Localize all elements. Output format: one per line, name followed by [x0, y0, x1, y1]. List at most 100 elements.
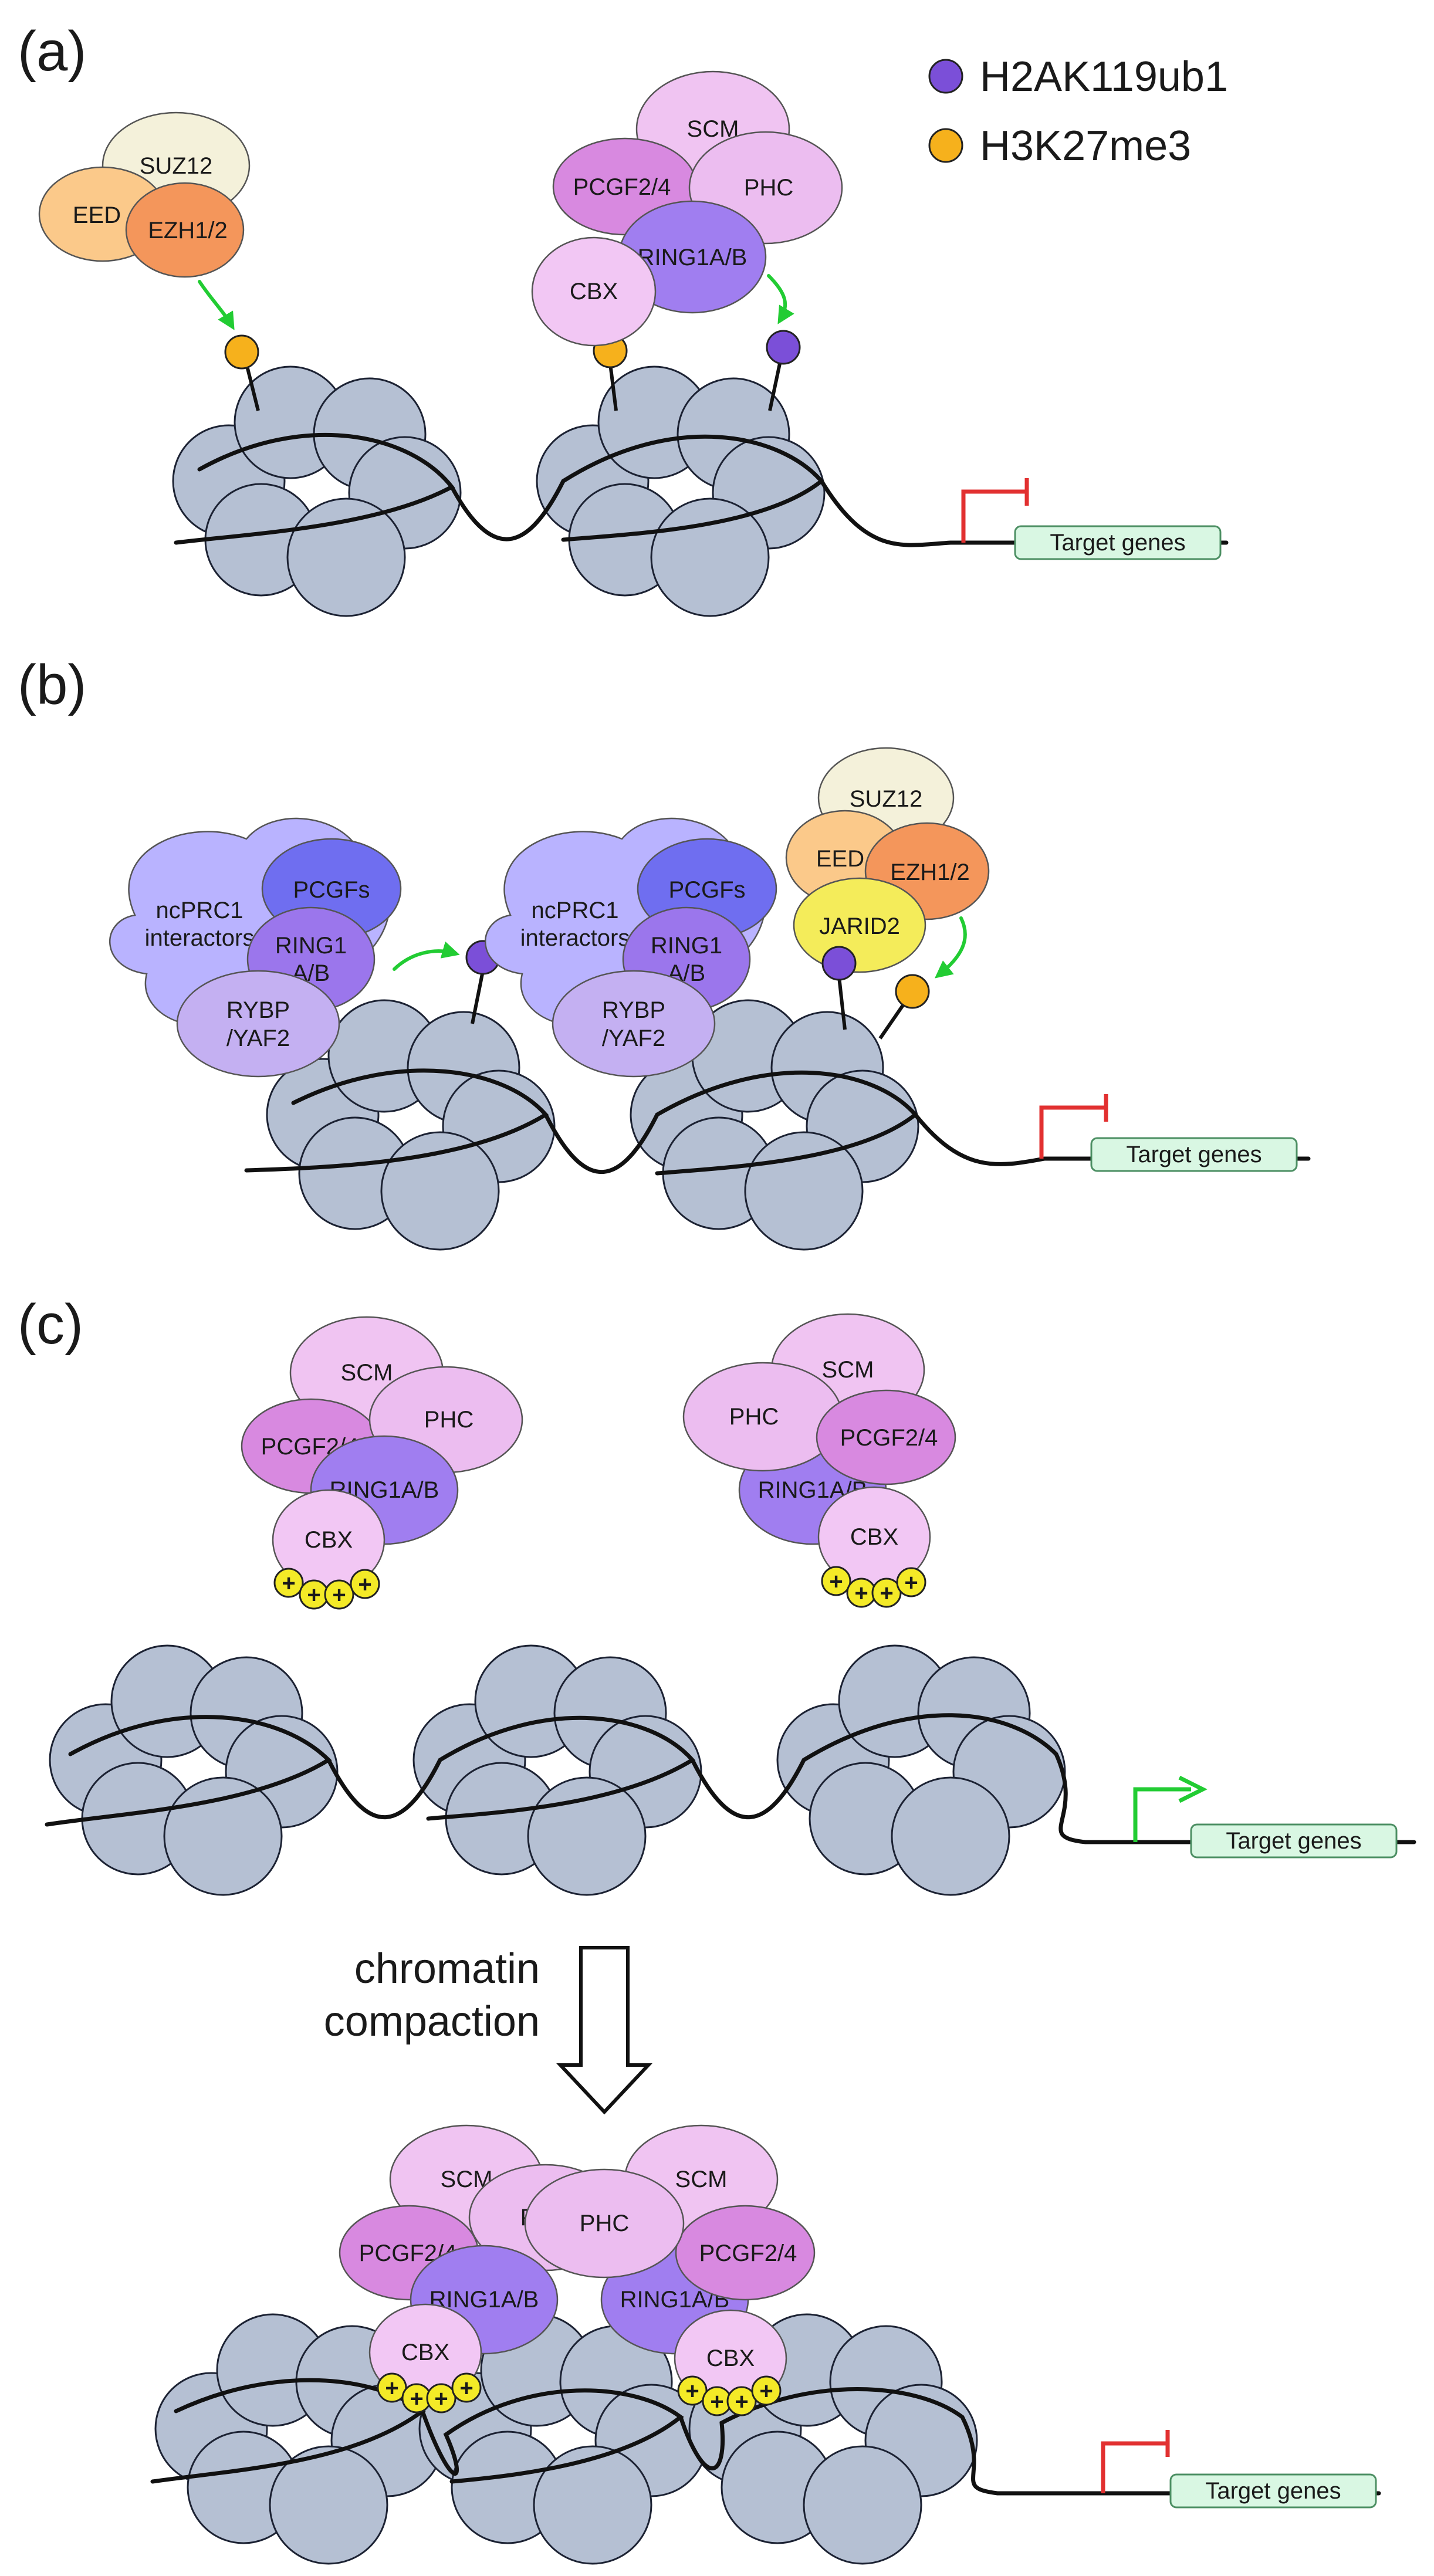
- legend: H2AK119ub1 H3K27me3: [928, 53, 1228, 170]
- target-gene-box-c-compact: [1169, 2473, 1377, 2509]
- plus-charge-c1-4: [350, 1569, 380, 1599]
- pcgf-blob-c2: [816, 1389, 956, 1485]
- repression-arrow-b: [1039, 1094, 1108, 1159]
- legend-h2ak119ub1-label: H2AK119ub1: [980, 53, 1228, 100]
- target-gene-label-c-compact: Target genes: [1205, 2478, 1341, 2504]
- target-gene-box-c-open: [1190, 1823, 1398, 1859]
- catalysis-arrow-a1: [198, 280, 235, 330]
- phc-label-a: PHC: [744, 175, 793, 201]
- plus-charge-c3-3-text: +: [434, 2386, 448, 2412]
- plus-charge-c1-4-text: +: [358, 1572, 371, 1597]
- phc-label-c1: PHC: [424, 1407, 474, 1433]
- catalysis-arrow-b1: [393, 941, 460, 971]
- plus-charge-c1-1-text: +: [282, 1570, 295, 1596]
- catalysis-arrow-b2: [934, 916, 967, 979]
- pcgfs-label-b1: PCGFs: [293, 877, 370, 903]
- plus-charge-c1-2-text: +: [307, 1582, 320, 1608]
- h3k27me3-mark-b: [895, 974, 930, 1009]
- ncprc1-label-b1-line2: interactors: [145, 925, 255, 951]
- charge-patch-c1: + + + +: [273, 1568, 380, 1610]
- plus-charge-c4-4: [751, 2375, 782, 2406]
- rybp-label-b1-line1: RYBP: [226, 997, 290, 1023]
- mark-stalk-b3: [878, 1003, 905, 1040]
- scm-label-c4: SCM: [675, 2167, 728, 2192]
- h2ak119ub1-mark-a: [766, 330, 801, 365]
- nucleosome-a2: [536, 365, 826, 617]
- plus-charge-c1-3-text: +: [332, 1582, 346, 1608]
- panel-c-label: (c): [18, 1293, 83, 1356]
- target-gene-box-b: [1090, 1137, 1298, 1172]
- panel-c: (c) SCM PCGF2/4 PHC RING1A/B CBX + + + +: [18, 1293, 1416, 2565]
- jarid2-label-b: JARID2: [819, 913, 900, 939]
- activation-arrow-c: [1133, 1787, 1191, 1842]
- charge-patch-c3: + + + +: [377, 2372, 482, 2413]
- plus-charge-c3-2-text: +: [410, 2386, 423, 2412]
- ncprc1-label-b1-line1: ncPRC1: [156, 898, 243, 923]
- cprc1-bridge: SCM P PCGF2/4 RING1A/B SCM RING1A/B PCGF…: [339, 2124, 816, 2416]
- cbx-label-c3: CBX: [401, 2340, 449, 2365]
- cprc1-complex-c1: SCM PCGF2/4 PHC RING1A/B CBX + + + +: [241, 1316, 523, 1610]
- pcgf-label-c2: PCGF2/4: [840, 1425, 938, 1451]
- nucleosome-a1: [172, 365, 462, 617]
- pcgf-label-c4: PCGF2/4: [699, 2240, 797, 2266]
- panel-a-label: (a): [18, 20, 86, 83]
- rybp-blob-b2: [552, 970, 716, 1078]
- panel-b-label: (b): [18, 654, 86, 716]
- pcgf-blob-c4: [675, 2205, 816, 2301]
- ncprc1-label-b2-line2: interactors: [520, 925, 630, 951]
- compaction-arrow: [556, 1946, 652, 2115]
- cprc1-complex-c2: SCM RING1A/B PHC PCGF2/4 CBX + + + +: [682, 1313, 956, 1608]
- phc-label-c2: PHC: [729, 1404, 779, 1430]
- cbx-label-c1: CBX: [305, 1527, 353, 1553]
- plus-charge-c4-1-text: +: [685, 2378, 699, 2404]
- pcgfs-label-b2: PCGFs: [668, 877, 745, 903]
- plus-charge-c3-3: [426, 2383, 456, 2413]
- rybp-label-b2-line1: RYBP: [602, 997, 665, 1023]
- dna-strand-a: [174, 433, 1229, 547]
- nucleosome-c3: [776, 1644, 1066, 1896]
- activation-arrowhead-c: [1178, 1775, 1208, 1803]
- repression-arrow-c: [1101, 2430, 1170, 2493]
- ring1ab-label-a: RING1A/B: [638, 245, 748, 270]
- catalysis-arrow-a2: [767, 274, 794, 324]
- dna-strand-b: [244, 1068, 1311, 1176]
- plus-charge-c2-2-text: +: [854, 1580, 868, 1606]
- mark-stalk-a1: [245, 363, 260, 411]
- legend-h2ak119ub1-marker: [928, 59, 963, 94]
- eed-label-b: EED: [816, 846, 864, 872]
- plus-charge-c2-4: [896, 1567, 926, 1597]
- jarid2-blob-b: [793, 877, 926, 973]
- eed-label-a: EED: [73, 202, 121, 228]
- plus-charge-c2-4-text: +: [904, 1570, 918, 1596]
- ezh-blob-a: [125, 182, 245, 278]
- legend-h3k27me3-marker: [928, 128, 963, 163]
- plus-charge-c3-1-text: +: [385, 2375, 398, 2401]
- target-gene-label-c-open: Target genes: [1226, 1828, 1361, 1854]
- plus-charge-c1-1: [273, 1568, 304, 1598]
- cbx-label-a: CBX: [570, 279, 618, 304]
- plus-charge-c4-4-text: +: [759, 2378, 773, 2404]
- rybp-label-b1-line2: /YAF2: [226, 1025, 290, 1051]
- h2ak119ub1-mark-b2: [821, 946, 857, 981]
- rybp-blob-b1: [176, 970, 340, 1078]
- mark-stalk-b1: [471, 970, 485, 1024]
- ring1-label-b2-line1: RING1: [651, 933, 722, 959]
- plus-charge-c3-4: [451, 2372, 482, 2403]
- cbx-label-c4: CBX: [706, 2345, 755, 2371]
- phc-label-c4: PHC: [580, 2211, 629, 2236]
- plus-charge-c4-3-text: +: [735, 2389, 748, 2415]
- mark-stalk-a3: [768, 360, 782, 411]
- mark-stalk-a2: [608, 363, 618, 411]
- pcgf-label-a: PCGF2/4: [573, 174, 671, 200]
- target-gene-label-b: Target genes: [1126, 1142, 1261, 1167]
- cbx-blob-a: [531, 236, 657, 347]
- panel-b: (b) ncPRC1 interactors PCGFs RING1 A/B R…: [18, 654, 1311, 1251]
- plus-charge-c4-2-text: +: [710, 2389, 723, 2415]
- suz12-label-b: SUZ12: [850, 786, 923, 812]
- scm-label-c2: SCM: [822, 1357, 874, 1383]
- nucleosome-c1: [49, 1644, 339, 1896]
- target-gene-box-a: [1014, 525, 1222, 560]
- target-gene-label-a: Target genes: [1050, 530, 1185, 556]
- caption-line1: chromatin: [354, 1945, 540, 1992]
- plus-charge-c1-3: [324, 1579, 354, 1610]
